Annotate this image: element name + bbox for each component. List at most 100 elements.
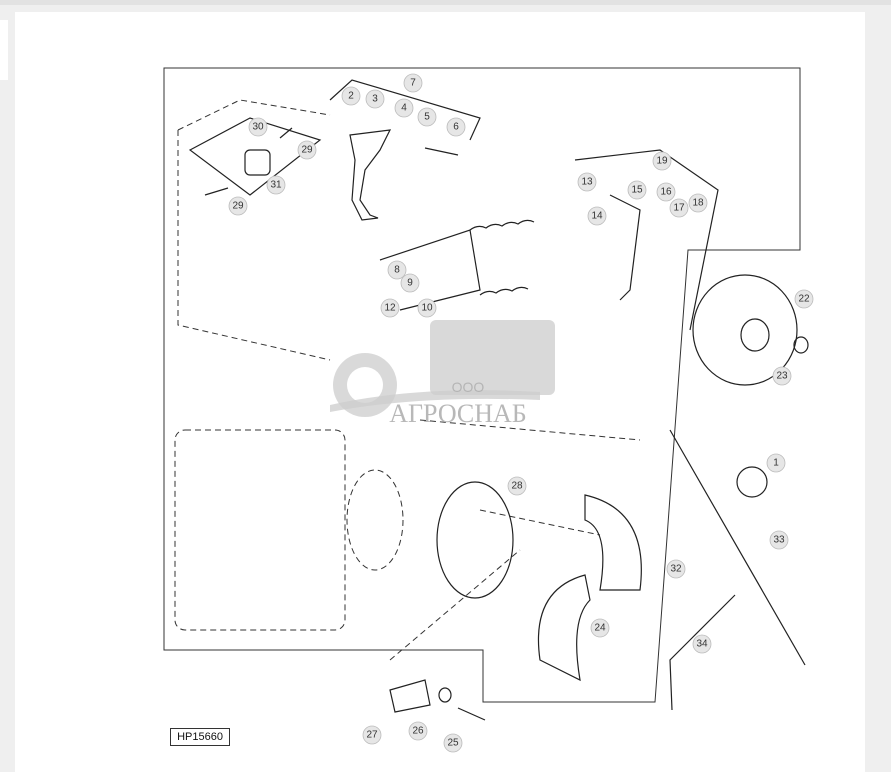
dashed-leader-1 bbox=[177, 99, 331, 131]
callout-10: 10 bbox=[417, 298, 437, 318]
callout-circle bbox=[688, 193, 708, 213]
callout-5: 5 bbox=[417, 107, 437, 127]
callout-34: 34 bbox=[692, 634, 712, 654]
callout-circle bbox=[394, 98, 414, 118]
callout-12: 12 bbox=[380, 298, 400, 318]
callout-circle bbox=[669, 198, 689, 218]
callout-circle bbox=[362, 725, 382, 745]
callout-label: 31 bbox=[270, 180, 282, 191]
callout-circle bbox=[266, 175, 286, 195]
watermark-name: АГРОСНАБ bbox=[389, 399, 527, 428]
washer bbox=[793, 336, 809, 354]
callout-label: 16 bbox=[660, 187, 672, 198]
callout-26: 26 bbox=[408, 721, 428, 741]
callout-circle bbox=[297, 140, 317, 160]
callout-2: 2 bbox=[341, 86, 361, 106]
callout-16: 16 bbox=[656, 182, 676, 202]
callout-circle bbox=[666, 559, 686, 579]
brake-cable bbox=[669, 429, 806, 666]
brake-drum-hub bbox=[740, 318, 770, 352]
callout-label: 1 bbox=[773, 458, 779, 469]
callout-label: 14 bbox=[591, 211, 603, 222]
brake-shoe-upper bbox=[584, 494, 642, 591]
callout-label: 12 bbox=[384, 303, 396, 314]
group-7-bracket bbox=[329, 79, 481, 141]
callout-23: 23 bbox=[772, 366, 792, 386]
callout-label: 17 bbox=[673, 203, 685, 214]
callout-label: 29 bbox=[232, 201, 244, 212]
callout-label: 22 bbox=[798, 294, 810, 305]
callout-label: 28 bbox=[511, 481, 523, 492]
callout-circle bbox=[507, 476, 527, 496]
callout-32: 32 bbox=[666, 559, 686, 579]
figure-id-label: HP15660 bbox=[170, 728, 230, 746]
spring-2 bbox=[479, 286, 529, 296]
callout-label: 15 bbox=[631, 185, 643, 196]
callout-circle bbox=[417, 107, 437, 127]
group-8-bracket bbox=[379, 229, 481, 311]
callout-circle bbox=[766, 453, 786, 473]
callout-13: 13 bbox=[577, 172, 597, 192]
callout-label: 34 bbox=[696, 639, 708, 650]
callout-29: 29 bbox=[228, 196, 248, 216]
callout-circle bbox=[587, 206, 607, 226]
callout-circle bbox=[417, 298, 437, 318]
callout-label: 30 bbox=[252, 122, 264, 133]
group-31-bracket bbox=[188, 117, 322, 196]
callout-29: 29 bbox=[297, 140, 317, 160]
callout-label: 29 bbox=[301, 145, 313, 156]
wheel-cylinder bbox=[244, 149, 271, 176]
retaining-ring bbox=[736, 466, 768, 498]
callout-8: 8 bbox=[387, 260, 407, 280]
callout-label: 10 bbox=[421, 303, 433, 314]
dashed-leader-3 bbox=[419, 419, 641, 441]
adjuster-link bbox=[609, 194, 641, 301]
dashed-leader-2 bbox=[177, 130, 331, 361]
callout-25: 25 bbox=[443, 733, 463, 753]
callout-1: 1 bbox=[766, 453, 786, 473]
callout-label: 23 bbox=[776, 371, 788, 382]
brake-drum bbox=[692, 274, 798, 386]
watermark-logo: ООО АГРОСНАБ bbox=[330, 320, 555, 428]
callout-14: 14 bbox=[587, 206, 607, 226]
callout-9: 9 bbox=[400, 273, 420, 293]
callout-circle bbox=[794, 289, 814, 309]
callout-circle bbox=[380, 298, 400, 318]
callout-label: 26 bbox=[412, 726, 424, 737]
callout-circle bbox=[772, 366, 792, 386]
callout-label: 9 bbox=[407, 278, 413, 289]
callout-circle bbox=[443, 733, 463, 753]
brake-lever bbox=[349, 129, 392, 221]
top-bar bbox=[0, 0, 891, 5]
callout-22: 22 bbox=[794, 289, 814, 309]
callout-circle bbox=[692, 634, 712, 654]
bolt-25 bbox=[457, 707, 486, 721]
callout-label: 27 bbox=[366, 730, 378, 741]
callout-27: 27 bbox=[362, 725, 382, 745]
callout-label: 4 bbox=[401, 103, 407, 114]
assembly-boundary bbox=[163, 67, 801, 703]
callout-3: 3 bbox=[365, 89, 385, 109]
callout-label: 32 bbox=[670, 564, 682, 575]
callout-17: 17 bbox=[669, 198, 689, 218]
callout-circle bbox=[400, 273, 420, 293]
callout-label: 6 bbox=[453, 122, 459, 133]
brake-shoe-lower bbox=[537, 574, 591, 682]
bolt bbox=[424, 147, 459, 156]
callout-circle bbox=[365, 89, 385, 109]
washer-26 bbox=[438, 687, 452, 703]
pin bbox=[204, 187, 229, 196]
callout-circle bbox=[590, 618, 610, 638]
callout-circle bbox=[769, 530, 789, 550]
callout-label: 33 bbox=[773, 535, 785, 546]
callout-label: 8 bbox=[394, 265, 400, 276]
callout-circle bbox=[577, 172, 597, 192]
callout-circle bbox=[652, 151, 672, 171]
callout-28: 28 bbox=[507, 476, 527, 496]
callout-label: 5 bbox=[424, 112, 430, 123]
callout-7: 7 bbox=[403, 73, 423, 93]
backing-plate bbox=[436, 481, 514, 599]
group-19-bracket bbox=[574, 149, 719, 331]
callout-18: 18 bbox=[688, 193, 708, 213]
